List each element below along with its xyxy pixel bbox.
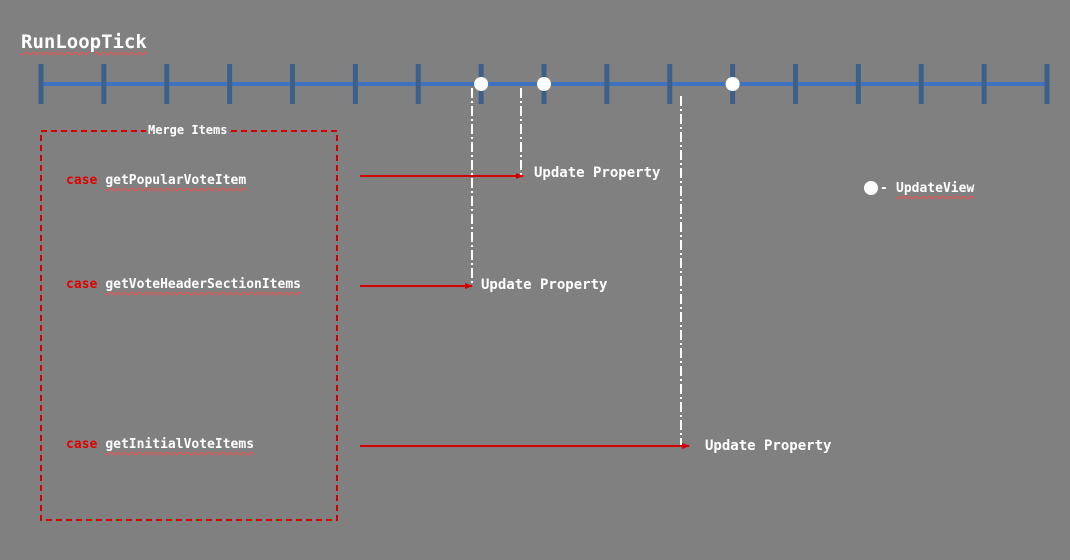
timeline-tick: [227, 64, 233, 104]
timeline-tick: [352, 64, 358, 104]
case-name-popular-vote: getPopularVoteItem: [105, 173, 247, 188]
timeline-tick: [981, 64, 987, 104]
timeline-tick: [38, 64, 44, 104]
result-initial-vote: Update Property: [705, 438, 832, 454]
legend-separator: -: [880, 181, 888, 196]
case-row-initial-vote: case getInitialVoteItems: [66, 437, 254, 453]
timeline-tick: [290, 64, 295, 104]
case-keyword: case: [66, 437, 98, 452]
diagram-title: RunLoopTick: [21, 31, 147, 53]
legend-label: UpdateView: [896, 181, 975, 196]
timeline-tick: [855, 64, 861, 104]
timeline-tick: [1044, 64, 1050, 104]
case-row-vote-header: case getVoteHeaderSectionItems: [66, 277, 301, 293]
case-keyword: case: [66, 173, 98, 188]
timeline-tick: [164, 64, 170, 104]
update-view-dot: [537, 77, 551, 91]
timeline-tick: [101, 64, 107, 104]
timeline-tick: [918, 64, 924, 104]
update-view-dot: [725, 77, 740, 91]
timeline-ticks: [38, 64, 1050, 104]
update-view-dots: [474, 77, 740, 91]
case-name-vote-header: getVoteHeaderSectionItems: [105, 277, 301, 292]
timeline-tick: [604, 64, 610, 104]
case-keyword: case: [66, 277, 98, 292]
timeline-tick: [793, 64, 798, 104]
merge-items-label: Merge Items: [146, 123, 230, 137]
result-vote-header: Update Property: [481, 277, 608, 293]
update-view-dot: [474, 77, 489, 91]
case-name-initial-vote: getInitialVoteItems: [105, 437, 255, 452]
merge-items-group-box: [40, 130, 338, 521]
result-popular-vote: Update Property: [534, 165, 661, 181]
timeline-tick: [415, 64, 421, 104]
legend-dot: [864, 181, 878, 195]
timeline-tick: [667, 64, 673, 104]
case-row-popular-vote: case getPopularVoteItem: [66, 173, 246, 189]
